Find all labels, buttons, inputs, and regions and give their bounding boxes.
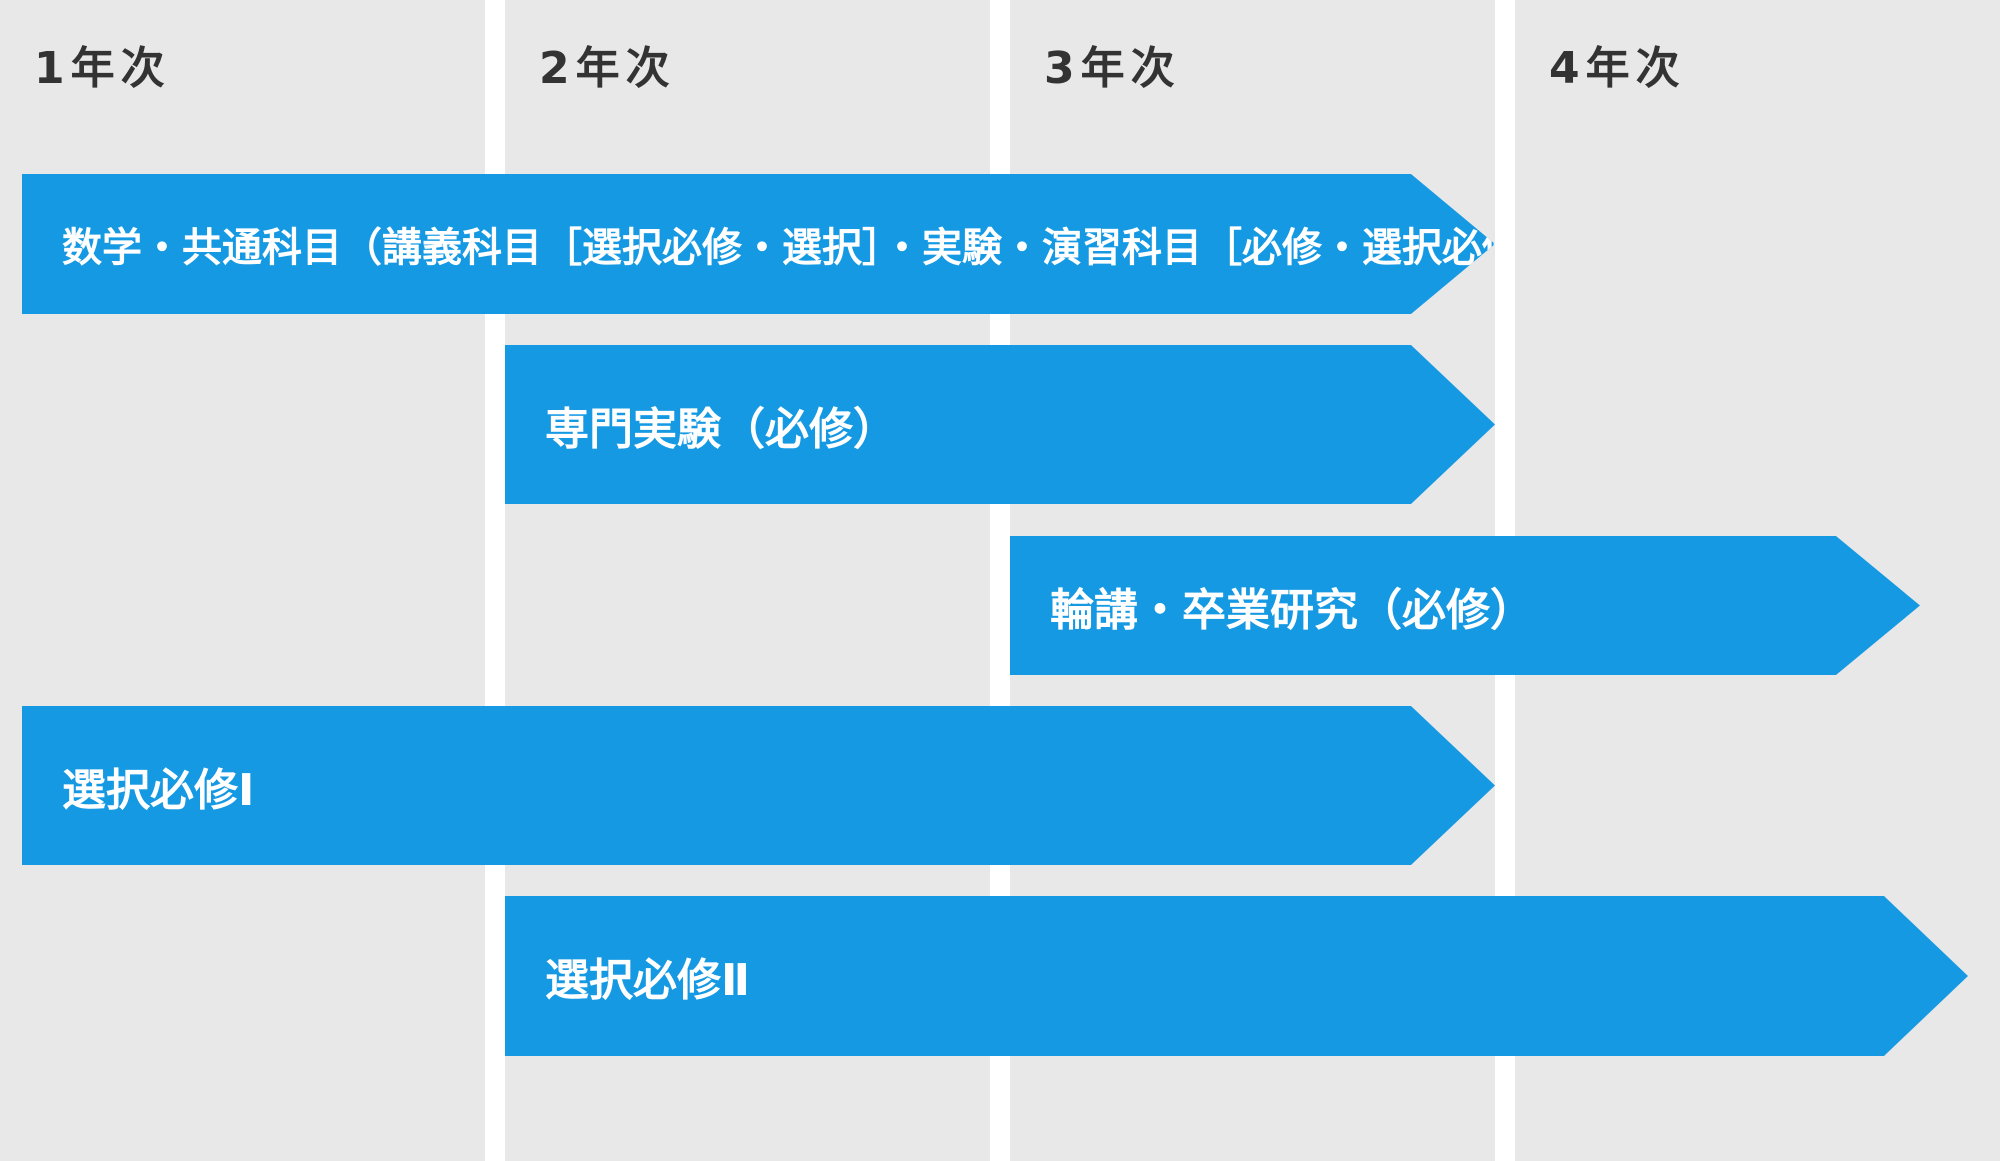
- course-bar-common-subjects: 数学・共通科目（講義科目［選択必修・選択］・実験・演習科目［必修・選択必修］）: [22, 174, 1495, 314]
- course-bar-elective-required-2: 選択必修Ⅱ: [505, 896, 1968, 1056]
- course-bar-seminar-graduation-research-label: 輪講・卒業研究（必修）: [1050, 584, 1534, 636]
- course-bar-common-subjects-label: 数学・共通科目（講義科目［選択必修・選択］・実験・演習科目［必修・選択必修］）: [62, 225, 1582, 271]
- course-bar-elective-required-1-label: 選択必修Ⅰ: [62, 764, 255, 816]
- course-bar-elective-required-1: 選択必修Ⅰ: [22, 706, 1495, 865]
- course-bar-specialized-experiment-label: 専門実験（必修）: [545, 403, 897, 455]
- year-column-4-label: 4年次: [1549, 43, 1686, 94]
- course-bar-elective-required-2-label: 選択必修Ⅱ: [545, 955, 750, 1006]
- course-bar-seminar-graduation-research: 輪講・卒業研究（必修）: [1010, 536, 1920, 675]
- year-column-3-label: 3年次: [1044, 43, 1181, 94]
- year-column-1-label: 1年次: [34, 43, 171, 94]
- year-column-2-label: 2年次: [539, 43, 676, 94]
- course-bar-specialized-experiment: 専門実験（必修）: [505, 345, 1495, 504]
